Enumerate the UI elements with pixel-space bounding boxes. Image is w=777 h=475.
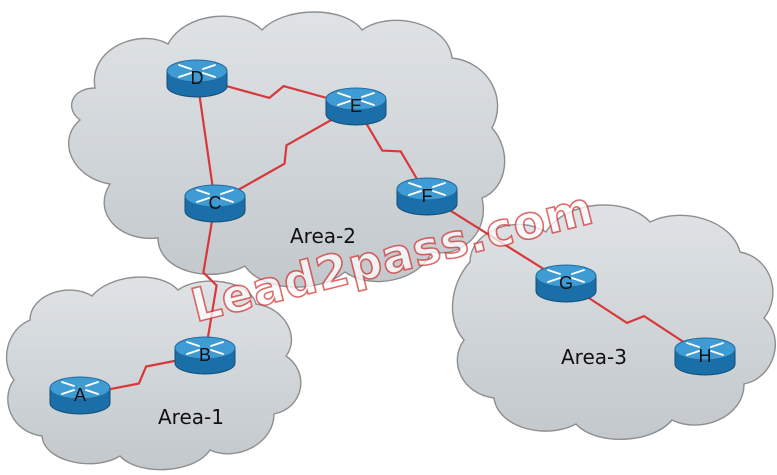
- router-d[interactable]: D: [166, 59, 228, 98]
- link-b-c: [202, 202, 218, 356]
- link-d-e: [196, 76, 357, 108]
- link-c-e: [214, 105, 357, 204]
- router-label-b: B: [199, 345, 211, 365]
- router-icon: [178, 64, 216, 78]
- link-e-f: [355, 105, 428, 197]
- router-icon: [408, 182, 446, 196]
- router-label-f: F: [422, 186, 433, 206]
- cloud-area-1: [5, 276, 302, 471]
- router-h[interactable]: H: [674, 337, 736, 376]
- router-icon: [186, 341, 224, 355]
- routers-layer: A B C D E F G H: [49, 59, 736, 415]
- router-icon: [61, 381, 99, 395]
- router-label-d: D: [191, 68, 204, 88]
- router-label-h: H: [699, 346, 712, 366]
- router-b[interactable]: B: [174, 336, 236, 375]
- router-label-g: G: [559, 273, 573, 293]
- router-label-a: A: [74, 385, 86, 405]
- router-f[interactable]: F: [396, 177, 458, 216]
- router-a[interactable]: A: [49, 376, 111, 415]
- router-e[interactable]: E: [325, 87, 387, 126]
- router-icon: [547, 269, 585, 283]
- router-icon: [196, 189, 234, 203]
- router-icon: [686, 342, 724, 356]
- link-c-d: [195, 77, 217, 204]
- router-label-c: C: [209, 193, 222, 213]
- area-label-area-2: Area-2: [290, 224, 356, 248]
- area-label-area-1: Area-1: [158, 405, 224, 429]
- link-g-h: [565, 282, 706, 357]
- router-g[interactable]: G: [535, 264, 597, 303]
- router-c[interactable]: C: [184, 184, 246, 223]
- router-icon: [337, 92, 375, 106]
- router-label-e: E: [350, 96, 362, 116]
- area-label-area-3: Area-3: [561, 345, 627, 369]
